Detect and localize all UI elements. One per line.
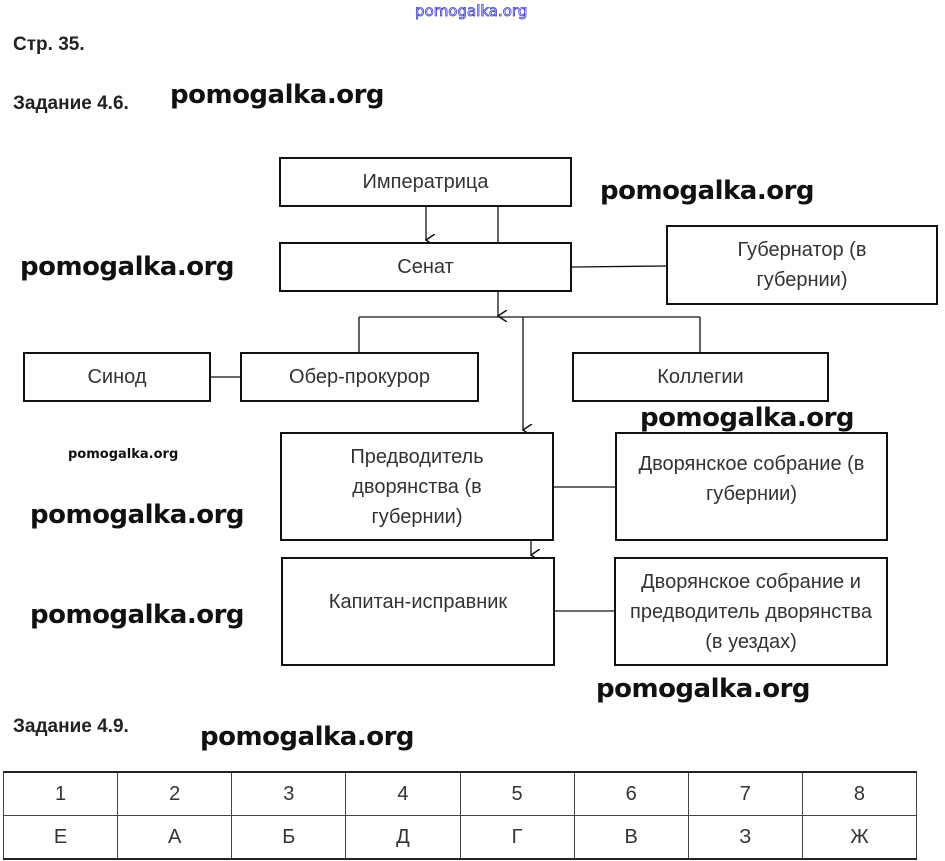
box-ober-procurator: Обер-прокурор	[240, 352, 479, 402]
box-synod: Синод	[23, 352, 211, 402]
box-captain: Капитан-исправник	[281, 557, 555, 666]
table-cell: А	[117, 815, 233, 860]
watermark: pomogalka.org	[596, 674, 811, 704]
table-cell: 3	[231, 771, 347, 816]
box-assembly-uezd: Дворянское собрание и предводитель дворя…	[614, 557, 888, 666]
table-cell: 4	[345, 771, 461, 816]
table-cell: Ж	[801, 815, 918, 860]
watermark: pomogalka.org	[640, 403, 855, 433]
watermark: pomogalka.org	[20, 252, 235, 282]
table-cell: З	[687, 815, 803, 860]
table-row-letters: Е А Б Д Г В З Ж	[2, 815, 918, 860]
table-cell: Г	[459, 815, 575, 860]
table-cell: Б	[231, 815, 347, 860]
box-empress: Императрица	[279, 157, 572, 207]
table-cell: В	[573, 815, 689, 860]
watermark: pomogalka.org	[30, 600, 245, 630]
table-cell: 6	[573, 771, 689, 816]
watermark: pomogalka.org	[170, 80, 385, 110]
table-cell: 7	[687, 771, 803, 816]
table-cell: 1	[2, 771, 119, 816]
box-senate: Сенат	[279, 242, 572, 292]
box-governor: Губернатор (в губернии)	[666, 225, 938, 305]
answer-table: 1 2 3 4 5 6 7 8 Е А Б Д Г В З Ж	[2, 771, 918, 860]
box-collegia: Коллегии	[572, 352, 829, 402]
table-row-numbers: 1 2 3 4 5 6 7 8	[2, 771, 918, 816]
watermark-top: pomogalka.org	[415, 2, 528, 21]
watermark: pomogalka.org	[600, 176, 815, 206]
table-cell: 8	[801, 771, 918, 816]
task-4-9-title: Задание 4.9.	[13, 716, 129, 737]
watermark-small: pomogalka.org	[68, 447, 179, 462]
table-cell: 2	[117, 771, 233, 816]
table-cell: 5	[459, 771, 575, 816]
task-4-6-title: Задание 4.6.	[13, 93, 129, 114]
table-cell: Д	[345, 815, 461, 860]
page-label: Стр. 35.	[13, 34, 85, 55]
watermark: pomogalka.org	[30, 500, 245, 530]
watermark: pomogalka.org	[200, 722, 415, 752]
table-cell: Е	[2, 815, 119, 860]
box-assembly-province: Дворянское собрание (в губернии)	[615, 432, 888, 541]
box-marshal: Предводитель дворянства (в губернии)	[280, 432, 554, 541]
